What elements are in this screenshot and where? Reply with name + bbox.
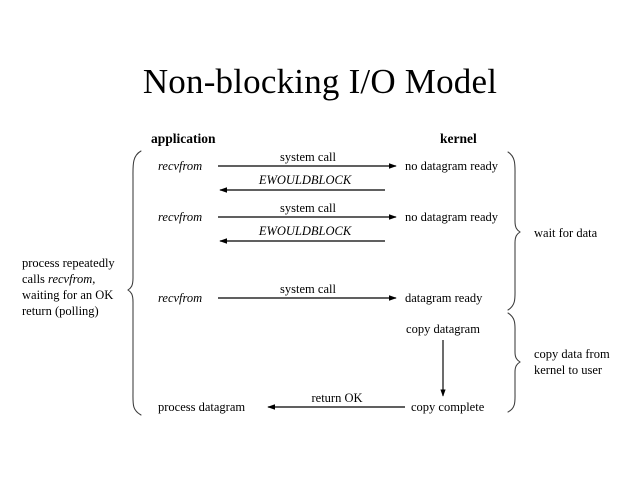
row-3-arrow-label: system call bbox=[280, 201, 336, 215]
row-7-right-label: copy complete bbox=[411, 400, 485, 414]
row-7-left-label: process datagram bbox=[158, 400, 245, 414]
left-annotation-note: process repeatedly calls recvfrom, waiti… bbox=[22, 256, 115, 318]
row-5-right-label: datagram ready bbox=[405, 291, 483, 305]
row-5-arrow-label: system call bbox=[280, 282, 336, 296]
page-title: Non-blocking I/O Model bbox=[142, 62, 498, 101]
left-note-line-2: calls recvfrom, bbox=[22, 272, 95, 286]
row-7-arrow-label: return OK bbox=[311, 391, 362, 405]
left-note-line-1: process repeatedly bbox=[22, 256, 115, 270]
row-1-arrow-label: system call bbox=[280, 150, 336, 164]
column-header-application: application bbox=[151, 131, 216, 146]
right-note-copy-data-line-2: kernel to user bbox=[534, 363, 603, 377]
row-6-arrow-label: copy datagram bbox=[406, 322, 480, 336]
row-3-left-label: recvfrom bbox=[158, 210, 202, 224]
left-brace bbox=[127, 150, 142, 416]
right-note-wait-for-data: wait for data bbox=[534, 226, 598, 240]
row-4-group: EWOULDBLOCK bbox=[219, 224, 385, 244]
row-5-group: recvfrom system call datagram ready bbox=[158, 282, 483, 305]
row-1-left-label: recvfrom bbox=[158, 159, 202, 173]
row-2-group: EWOULDBLOCK bbox=[219, 173, 385, 193]
right-brace-wait-for-data bbox=[507, 151, 521, 311]
column-header-kernel: kernel bbox=[440, 131, 477, 146]
left-note-line-4: return (polling) bbox=[22, 304, 99, 318]
row-7-group: process datagram return OK copy complete bbox=[158, 391, 485, 414]
row-2-arrow-label: EWOULDBLOCK bbox=[258, 173, 352, 187]
row-3-group: recvfrom system call no datagram ready bbox=[158, 201, 499, 224]
row-4-arrow-label: EWOULDBLOCK bbox=[258, 224, 352, 238]
row-1-group: recvfrom system call no datagram ready bbox=[158, 150, 499, 173]
row-5-left-label: recvfrom bbox=[158, 291, 202, 305]
right-brace-copy-data bbox=[507, 312, 521, 413]
row-1-right-label: no datagram ready bbox=[405, 159, 499, 173]
row-3-right-label: no datagram ready bbox=[405, 210, 499, 224]
left-note-line-3: waiting for an OK bbox=[22, 288, 113, 302]
row-6-group: copy datagram bbox=[406, 322, 480, 397]
right-note-copy-data-line-1: copy data from bbox=[534, 347, 610, 361]
